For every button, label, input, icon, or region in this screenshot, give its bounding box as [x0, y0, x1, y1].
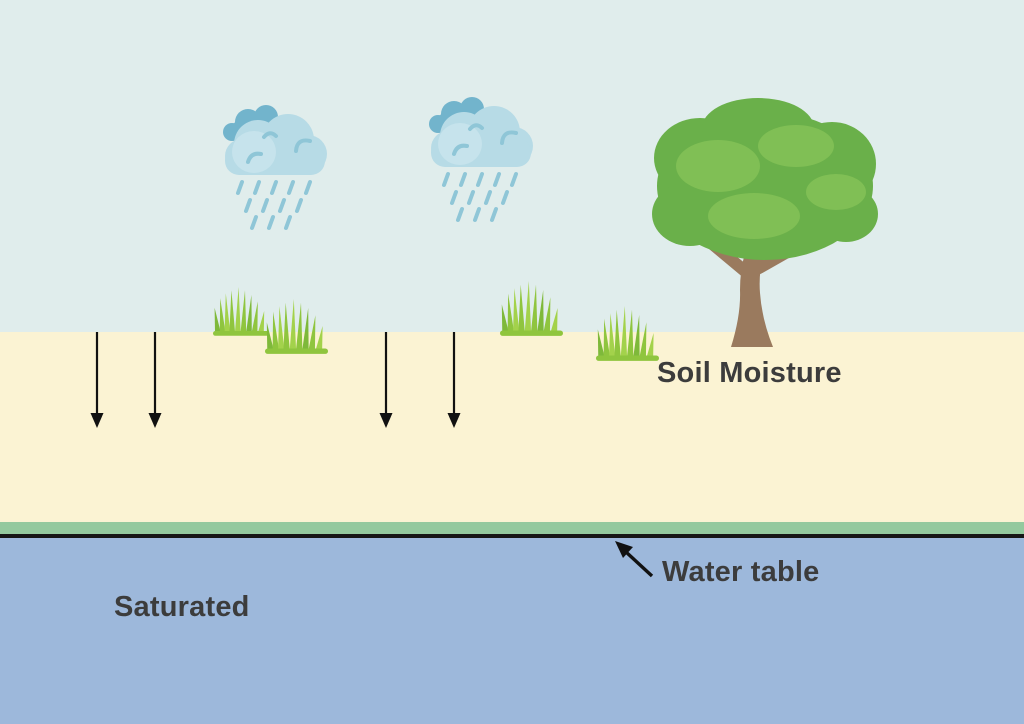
water-table-arrow-icon: [615, 541, 654, 578]
soil-moisture-layer: [0, 332, 1024, 522]
grass-icon: [596, 306, 659, 361]
infiltration-arrow-icon: [446, 330, 462, 430]
grass-icon: [500, 281, 563, 336]
saturated-zone-layer: [0, 538, 1024, 724]
water-table-label: Water table: [662, 556, 820, 588]
grass-strip-layer: [0, 522, 1024, 534]
rain-cloud-icon: [427, 95, 535, 222]
saturated-label: Saturated: [114, 591, 250, 623]
infiltration-arrow-icon: [147, 330, 163, 430]
water-table-line: [0, 534, 1024, 538]
infiltration-arrow-icon: [378, 330, 394, 430]
infiltration-arrow-icon: [89, 330, 105, 430]
rain-cloud-icon: [221, 103, 329, 230]
tree-icon: [652, 98, 878, 347]
soil-moisture-label: Soil Moisture: [657, 357, 842, 389]
grass-icon: [265, 299, 328, 354]
grass-icon: [213, 287, 269, 336]
